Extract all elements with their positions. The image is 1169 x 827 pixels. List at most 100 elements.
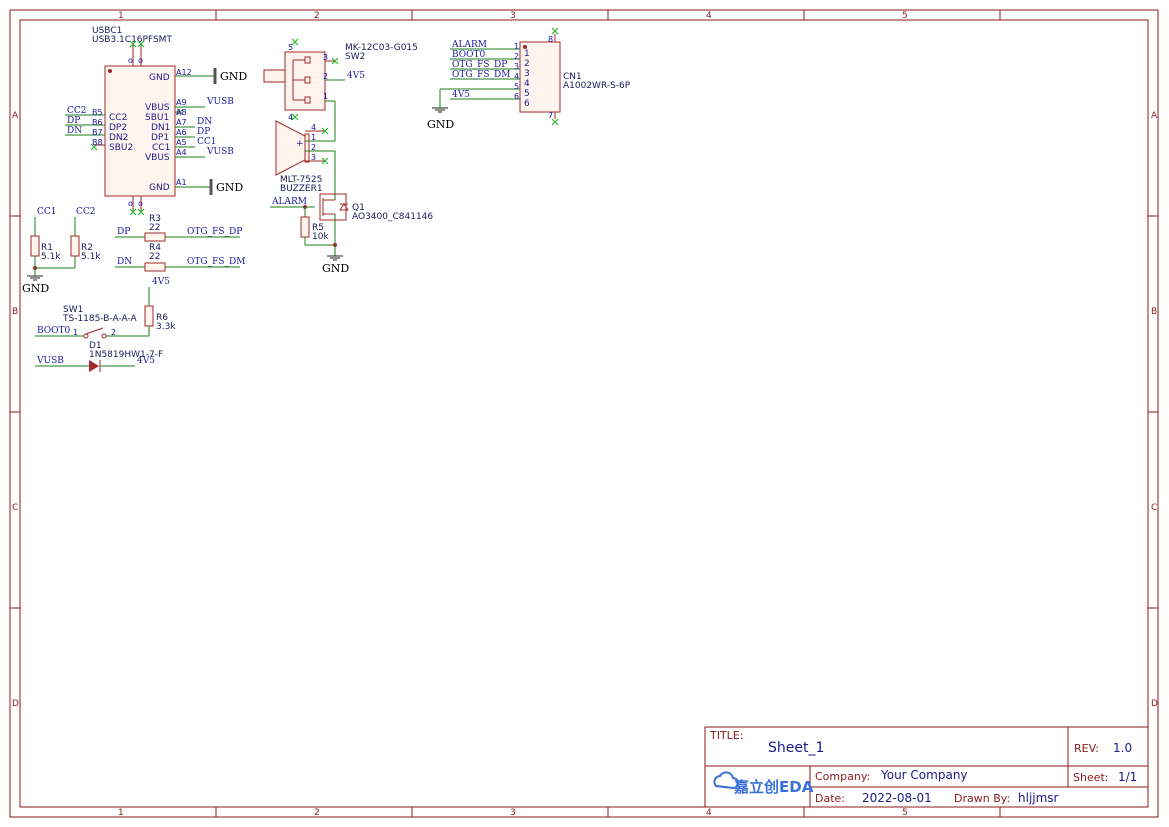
r2-component[interactable]: CC2 R2 5.1k [35, 207, 101, 269]
row-label: B [12, 307, 18, 317]
pin-number: B5 [92, 108, 103, 117]
pin-number: 4 [288, 113, 293, 122]
r3-value: 22 [149, 223, 160, 233]
r6-component[interactable]: 4V5 R6 3.3k [144, 277, 176, 336]
pin-number: 2 [311, 143, 316, 152]
r1-body [30, 235, 40, 257]
svg-text:GND: GND [322, 262, 349, 275]
net-label-dp: DP [67, 116, 80, 126]
r5-component[interactable]: R5 10k [300, 207, 335, 246]
rev-label: REV: [1074, 742, 1099, 755]
pin-number: A1 [176, 178, 187, 187]
pin-name: SBU1 [145, 113, 169, 123]
r5-body [300, 216, 310, 238]
net-label-alarm: ALARM [451, 40, 487, 50]
buzzer1-component[interactable]: + 4 1 2 3 MLT-7525 BUZZER1 [275, 120, 336, 195]
usbc1-value: USB3.1C16PFSMT [92, 35, 172, 45]
row-label: C [1151, 503, 1157, 513]
pin-name: DP1 [151, 133, 169, 143]
col-label: 5 [902, 11, 908, 21]
net-label-4v5: 4V5 [137, 356, 155, 366]
pin-name: SBU2 [109, 143, 133, 153]
r3-component[interactable]: R3 22 DP OTG_FS_DP [115, 214, 242, 242]
col-label: 3 [510, 11, 516, 21]
net-label-cc1: CC1 [197, 137, 217, 147]
row-label: C [12, 503, 18, 513]
pin-name: 2 [524, 59, 530, 69]
r4-component[interactable]: R4 22 DN OTG_FS_DM [115, 243, 245, 272]
pin-name: DP2 [109, 123, 127, 133]
r6-value: 3.3k [156, 322, 176, 332]
gnd-symbol: GND [22, 266, 49, 295]
net-label-dn: DN [117, 257, 132, 267]
r1-component[interactable]: CC1 R1 5.1k [30, 207, 61, 268]
q1-component[interactable]: ALARM Q1 AO3400_C841146 [270, 193, 433, 245]
date-value: 2022-08-01 [862, 791, 932, 805]
net-label-cc1: CC1 [37, 207, 57, 217]
pin-name: VBUS [145, 103, 170, 113]
usbc1-component[interactable]: USBC1 USB3.1C16PFSMT o o o o B5 B6 B7 B8 [65, 26, 247, 216]
gnd-symbol: GND [322, 243, 349, 275]
pin-number: B6 [92, 118, 103, 127]
pin-number: 1 [514, 42, 519, 51]
svg-text:GND: GND [216, 181, 243, 194]
net-label-vusb: VUSB [36, 356, 64, 366]
pin-number: A5 [176, 138, 187, 147]
r2-body [70, 235, 80, 257]
pin-name: VBUS [145, 153, 170, 163]
pin-number: 5 [514, 82, 519, 91]
eda-logo-text: 嘉立创EDA [733, 778, 814, 796]
col-label: 4 [706, 11, 712, 21]
svg-text:GND: GND [220, 70, 247, 83]
r5-value: 10k [312, 232, 329, 242]
usbc1-left-pins: B5 B6 B7 B8 CC2 DP2 DN2 SBU2 CC2 DP DN [65, 106, 133, 153]
usbc1-ref: USBC1 [92, 26, 122, 36]
sw2-component[interactable]: MK-12C03-G015 SW2 3 2 1 5 4 4V5 [263, 38, 418, 141]
cloud-icon [713, 771, 739, 790]
net-label-cc2: CC2 [76, 207, 96, 217]
net-label-4v5: 4V5 [452, 90, 470, 100]
gnd-symbol: GND [213, 68, 247, 84]
d1-ref: D1 [89, 341, 102, 351]
svg-text:GND: GND [427, 118, 454, 131]
r1-ref: R1 [41, 243, 53, 253]
rev-value: 1.0 [1113, 741, 1132, 755]
buzzer-ref: BUZZER1 [280, 184, 323, 194]
frame-row-labels: A B C D A B C D [12, 111, 1158, 709]
sw2-ref: SW2 [345, 52, 365, 62]
pin-name: 3 [524, 69, 530, 79]
sw1-component[interactable]: SW1 TS-1185-B-A-A-A 1 2 BOOT0 [35, 305, 149, 339]
sw1-ref: SW1 [63, 305, 83, 315]
sw1-value: TS-1185-B-A-A-A [62, 314, 138, 324]
pin-number: A9 [176, 98, 187, 107]
pin-number: 3 [323, 53, 328, 62]
pin-number: 6 [514, 92, 519, 101]
pin-number: 7 [548, 111, 553, 120]
pin-number: 4 [311, 123, 316, 132]
d1-component[interactable]: D1 1N5819HW1-7-F VUSB 4V5 [35, 341, 163, 372]
no-connect-marks [291, 38, 339, 121]
sw2-actuator [263, 69, 286, 83]
no-connect-marks [90, 40, 184, 216]
pin-name: 6 [524, 99, 530, 109]
net-label-boot0: BOOT0 [37, 326, 71, 336]
pin-number: 4 [514, 72, 519, 81]
pin-name: GND [149, 183, 170, 193]
r5-ref: R5 [312, 223, 324, 233]
sheet-value: 1/1 [1118, 770, 1137, 784]
pin-number: 2 [323, 72, 328, 81]
shield-pin: o [138, 56, 143, 65]
pin-number: A7 [176, 118, 187, 127]
diode-symbol [89, 360, 99, 372]
pin-number: 3 [514, 62, 519, 71]
col-label: 5 [902, 808, 908, 818]
net-label-dp: DP [197, 127, 210, 137]
net-label-dn: DN [67, 126, 82, 136]
sheet-title: Sheet_1 [768, 740, 824, 756]
pin-name: CC2 [109, 113, 127, 123]
net-label-otg-fs-dp: OTG_FS_DP [187, 227, 242, 237]
pin-number: B7 [92, 128, 103, 137]
cn1-component[interactable]: CN1 A1002WR-S-6P ALARM BOOT0 OTG_FS_DP O… [440, 27, 631, 126]
r6-body [144, 305, 154, 327]
row-label: D [1151, 699, 1158, 709]
